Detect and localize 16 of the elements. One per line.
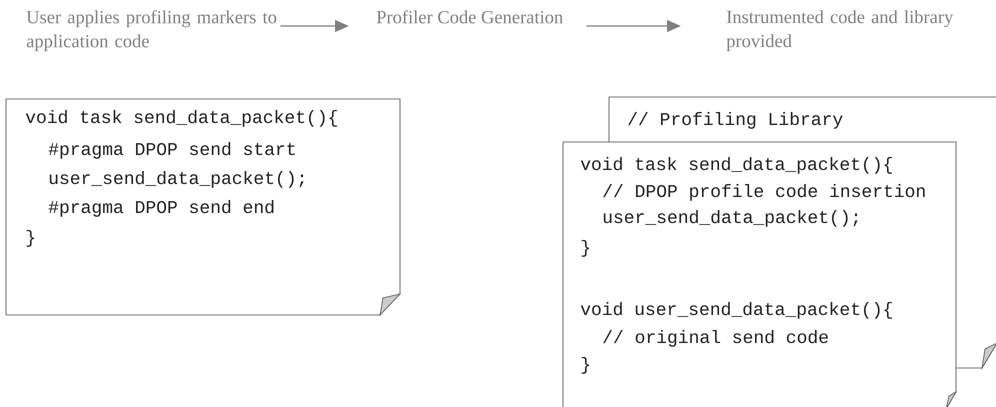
code-line: #pragma DPOP send start (48, 142, 295, 159)
step-label: Instrumented code and library provided (726, 10, 954, 51)
code-line: void task send_data_packet(){ (580, 156, 892, 174)
code-line: } (582, 240, 589, 257)
code-line: user_send_data_packet(); (604, 210, 858, 227)
code-line: } (582, 356, 589, 374)
step-label: Profiler Code Generation (376, 10, 563, 24)
code-line: void user_send_data_packet(){ (580, 302, 892, 319)
code-line: #pragma DPOP send end (48, 200, 274, 217)
step-label: User applies profiling markers to application code (26, 10, 276, 52)
code-line: user_send_data_packet(); (50, 170, 304, 188)
code-line: // DPOP profile code insertion (603, 184, 925, 201)
code-line: // Profiling Library (628, 112, 843, 129)
code-line: } (26, 230, 34, 247)
code-line: // original send code (603, 330, 828, 347)
code-line: void task send_data_packet(){ (26, 110, 337, 127)
